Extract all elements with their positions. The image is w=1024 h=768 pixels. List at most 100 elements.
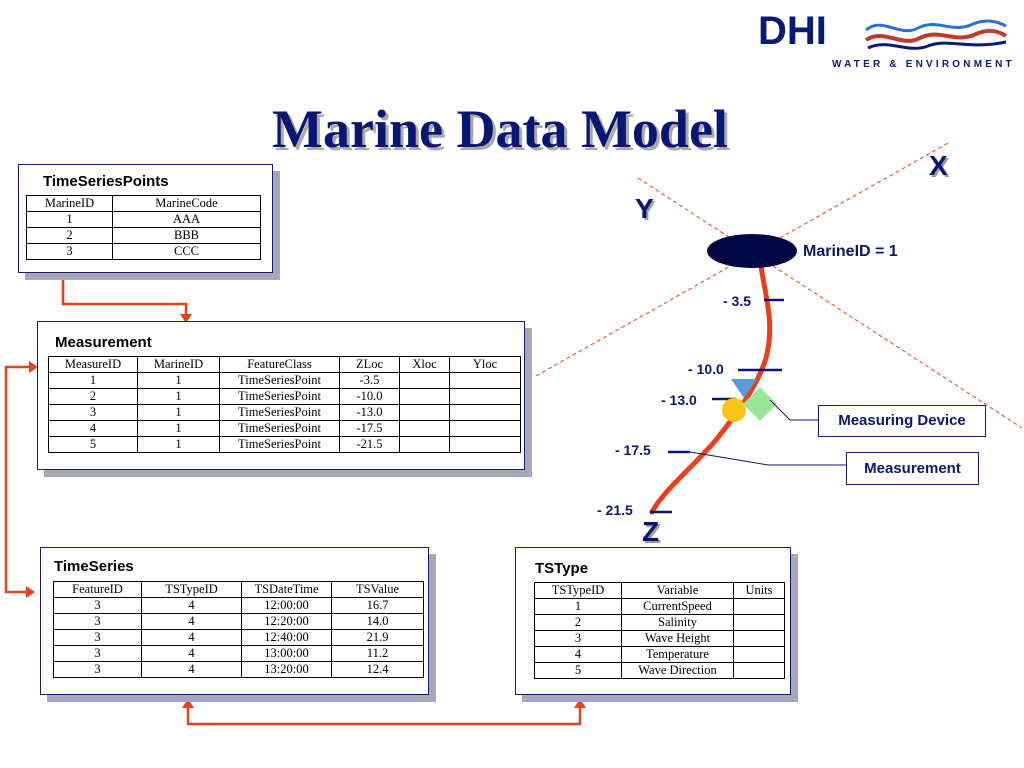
table-cell: 3: [53, 613, 142, 630]
table-cell: 16.7: [331, 597, 424, 614]
x-axis-label: X: [929, 150, 948, 181]
table-cell: -21.5: [339, 436, 400, 453]
measurement-callout: Measurement: [846, 452, 979, 485]
table-cell: [733, 646, 785, 663]
arrow-head-icon: [26, 586, 35, 598]
buoy-marker: [707, 234, 797, 268]
z-axis-label: Z: [642, 516, 660, 547]
column-header: FeatureID: [53, 581, 142, 598]
measurement-title: Measurement: [55, 334, 152, 351]
table-cell: [399, 404, 450, 421]
column-header: MeasureID: [48, 356, 138, 373]
table-cell: Wave Direction: [621, 662, 734, 679]
timeseries-title: TimeSeries: [54, 558, 134, 575]
column-header: TSTypeID: [141, 581, 242, 598]
depth-label: - 17.5: [615, 442, 651, 458]
table-cell: CurrentSpeed: [621, 598, 734, 615]
logo-wordmark: DHI: [758, 9, 827, 53]
column-header: MarineID: [26, 195, 113, 212]
x-axis-line: [535, 142, 949, 377]
table-cell: [733, 614, 785, 631]
relation-measurement-timeseries: [4, 365, 29, 594]
table-cell: 4: [141, 645, 242, 662]
table-cell: [733, 630, 785, 647]
table-cell: -13.0: [339, 404, 400, 421]
table-cell: 4: [141, 629, 242, 646]
arrow-head-icon: [574, 699, 586, 708]
table-cell: 11.2: [331, 645, 424, 662]
table-cell: Salinity: [621, 614, 734, 631]
table-cell: Wave Height: [621, 630, 734, 647]
timeseriespoints-title: TimeSeriesPoints: [43, 173, 169, 190]
device-leader-line: [769, 399, 818, 421]
dhi-logo: DHI: [758, 8, 1008, 78]
table-cell: 12:20:00: [241, 613, 332, 630]
y-axis-line: [637, 177, 1023, 429]
table-cell: -17.5: [339, 420, 400, 437]
depth-label: - 3.5: [723, 293, 752, 309]
measuring-device-callout: Measuring Device: [818, 405, 986, 437]
table-cell: 3: [53, 629, 142, 646]
table-cell: 12:40:00: [241, 629, 332, 646]
table-cell: [449, 420, 521, 437]
table-cell: BBB: [112, 227, 261, 244]
table-cell: 4: [534, 646, 622, 663]
column-header: Xloc: [399, 356, 450, 373]
column-header: TSDateTime: [241, 581, 332, 598]
depth-label: - 10.0: [688, 361, 724, 377]
table-cell: 5: [534, 662, 622, 679]
table-cell: 2: [48, 388, 138, 405]
table-cell: TimeSeriesPoint: [219, 388, 340, 405]
table-cell: [399, 388, 450, 405]
table-cell: 4: [141, 613, 242, 630]
column-header: Variable: [621, 582, 734, 599]
column-header: TSValue: [331, 581, 424, 598]
table-cell: 1: [137, 436, 220, 453]
table-cell: 3: [26, 243, 113, 260]
dhi-logo-mark: DHI: [758, 9, 1008, 53]
table-cell: 1: [137, 420, 220, 437]
table-cell: [399, 372, 450, 389]
column-header: FeatureClass: [219, 356, 340, 373]
table-cell: [733, 598, 785, 615]
table-cell: [449, 388, 521, 405]
column-header: MarineCode: [112, 195, 261, 212]
table-cell: [399, 436, 450, 453]
table-cell: 12:00:00: [241, 597, 332, 614]
table-cell: 1: [26, 211, 113, 228]
table-cell: [399, 420, 450, 437]
table-cell: TimeSeriesPoint: [219, 372, 340, 389]
table-cell: CCC: [112, 243, 261, 260]
table-cell: AAA: [112, 211, 261, 228]
probe-cable: [649, 255, 773, 515]
table-cell: -3.5: [339, 372, 400, 389]
table-cell: 3: [534, 630, 622, 647]
column-header: Units: [733, 582, 785, 599]
arrow-head-icon: [180, 314, 192, 323]
table-cell: 4: [141, 597, 242, 614]
depth-label: - 21.5: [597, 502, 633, 518]
table-cell: 1: [137, 388, 220, 405]
table-cell: 2: [26, 227, 113, 244]
device-circle-icon: [722, 398, 746, 422]
depth-label: - 13.0: [661, 392, 697, 408]
